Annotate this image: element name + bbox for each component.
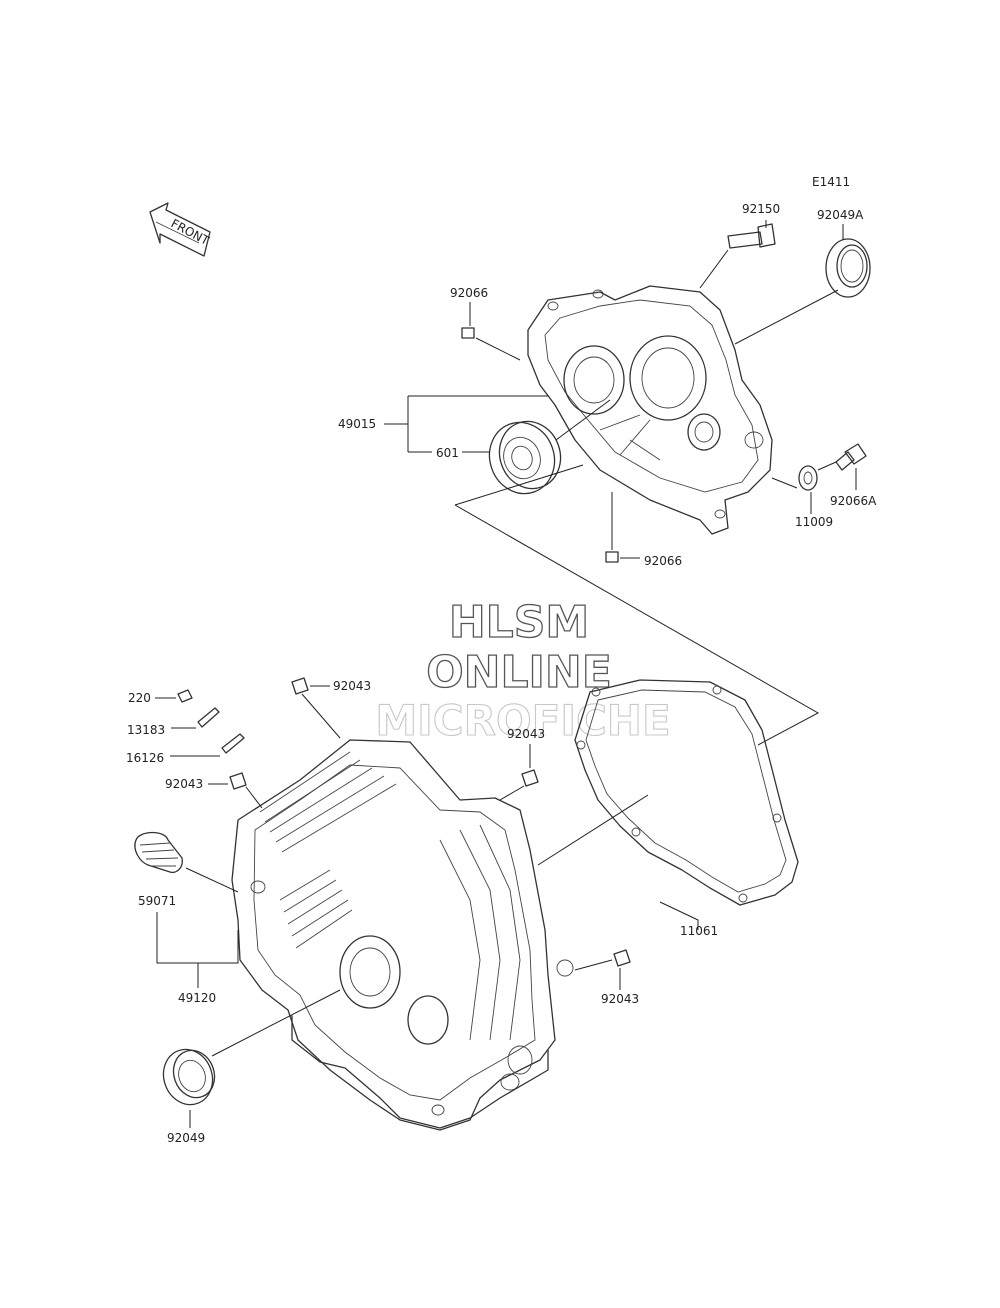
spring-59071 [134, 831, 183, 874]
oil-seal-92049 [162, 1048, 216, 1106]
plate-13183 [197, 707, 220, 728]
dowel-pin-92066-top [461, 327, 475, 339]
front-arrow-icon: FRONT [149, 202, 212, 257]
gasket-11061 [574, 679, 799, 906]
callout-13183: 13183 [127, 723, 165, 737]
callout-92049: 92049 [167, 1131, 205, 1145]
screw-220 [177, 689, 193, 703]
crankcase-cover [527, 285, 773, 535]
dowel-pin-92043-a [229, 772, 247, 790]
washer-11009 [798, 465, 818, 491]
callout-92066-bottom: 92066 [644, 554, 682, 568]
callout-49120: 49120 [178, 991, 216, 1005]
callout-92043-d: 92043 [601, 992, 639, 1006]
diagram-code: E1411 [812, 175, 850, 189]
callout-92150: 92150 [742, 202, 780, 216]
callout-92066-top: 92066 [450, 286, 488, 300]
callout-16126: 16126 [126, 751, 164, 765]
oil-seal-92049A [825, 238, 871, 298]
dowel-pin-92043-d [613, 949, 631, 967]
watermark-line3: MICROFICHE [375, 696, 670, 745]
crankcase-body-49120 [231, 739, 574, 1131]
callout-92049A: 92049A [817, 208, 864, 222]
callout-59071: 59071 [138, 894, 176, 908]
plate-16126 [221, 733, 245, 754]
dowel-pin-92066-bottom [605, 551, 619, 563]
callout-92066A: 92066A [830, 494, 877, 508]
dowel-pin-92043-b [291, 677, 309, 695]
callout-220: 220 [128, 691, 151, 705]
callout-92043-a: 92043 [165, 777, 203, 791]
drain-plug-92066A [835, 443, 867, 471]
callout-92043-c: 92043 [507, 727, 545, 741]
front-arrow-label: FRONT [169, 216, 212, 248]
bolt-92150 [727, 223, 776, 249]
callout-49015: 49015 [338, 417, 376, 431]
watermark-line1: HLSM [449, 597, 589, 648]
callout-11009: 11009 [795, 515, 833, 529]
callout-92043-b: 92043 [333, 679, 371, 693]
watermark-line2: ONLINE [426, 647, 612, 698]
callout-11061: 11061 [680, 924, 718, 938]
callout-601: 601 [436, 446, 459, 460]
watermark: HLSM ONLINE MICROFICHE [375, 596, 671, 745]
dowel-pin-92043-c [521, 769, 539, 787]
ball-bearing-601 [488, 420, 562, 495]
